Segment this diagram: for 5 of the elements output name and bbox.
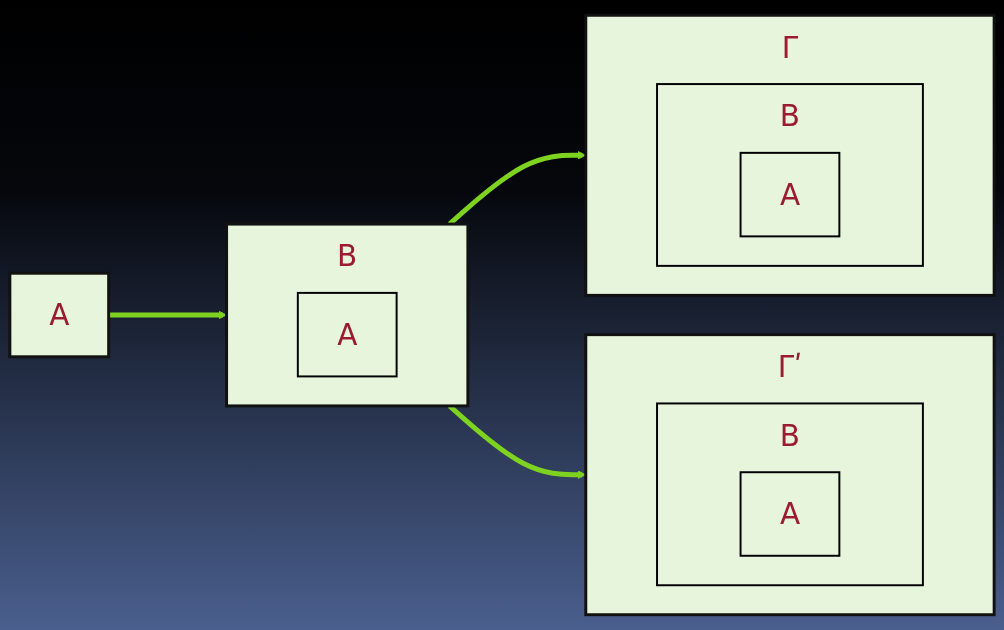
node-box: A — [8, 271, 111, 359]
arrow — [108, 310, 227, 320]
node-box: A — [739, 151, 841, 238]
node-box: A — [739, 471, 841, 557]
node-box: A — [296, 291, 398, 378]
